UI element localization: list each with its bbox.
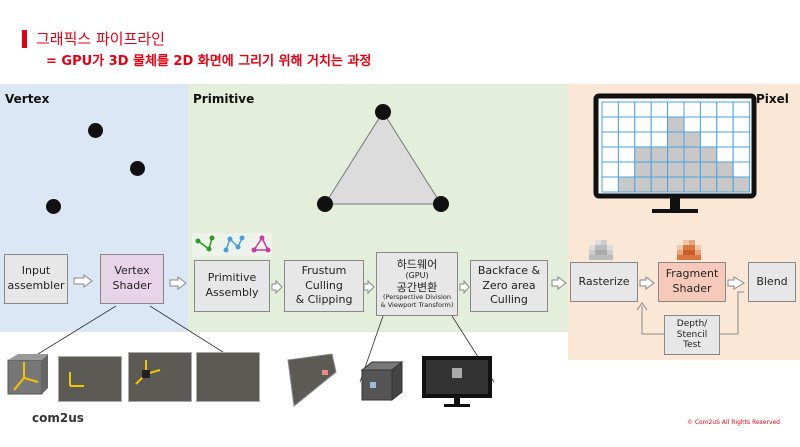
primitive-panel-label: Primitive (193, 92, 255, 106)
axis-gizmo-icon (69, 372, 84, 387)
fragment-shader-box: Fragment Shader (658, 262, 726, 302)
arrow-right (73, 274, 93, 288)
projected-plane-thumb (287, 353, 337, 407)
vertex-transform-thumb (7, 354, 48, 395)
fragment-shader-line1: Fragment (665, 267, 719, 281)
hw-transform-line3: 공간변환 (396, 281, 438, 294)
fragment-block-icon (677, 240, 701, 260)
backface-culling-box: Backface & Zero area Culling (470, 260, 548, 312)
depth-stencil-line2: Stencil (676, 329, 708, 340)
vertex-panel-label: Vertex (5, 92, 50, 106)
screen-monitor-thumb (422, 356, 492, 407)
arrow-right (363, 279, 375, 295)
hw-transform-line2: (GPU) (405, 271, 429, 281)
primitive-assembly-line1: Primitive (207, 271, 257, 285)
title-accent-bar (22, 30, 27, 48)
page-subtitle: = GPU가 3D 물체를 2D 화면에 그리기 위해 거치는 과정 (46, 54, 372, 69)
backface-line2: Zero area (482, 278, 536, 292)
vertex-shader-box: Vertex Shader (100, 254, 164, 304)
vertex-point (130, 161, 145, 176)
depth-stencil-box: Depth/ Stencil Test (664, 315, 720, 355)
frustum-culling-line1: Frustum (301, 263, 347, 277)
primitive-assembly-line2: Assembly (205, 286, 259, 299)
camera-gizmo-icon (135, 360, 161, 385)
depth-stencil-line1: Depth/ (676, 318, 708, 329)
vertex-shader-line1: Vertex (114, 264, 150, 278)
page-title: 그래픽스 파이프라인 (36, 30, 165, 48)
arrow-right (169, 276, 187, 290)
input-assembler-line1: Input (21, 264, 51, 278)
backface-line1: Backface & (477, 263, 541, 277)
company-logo: com2us (32, 411, 84, 425)
arrow-right (271, 279, 283, 295)
ndc-cube-thumb (360, 360, 404, 402)
arrow-right (459, 279, 470, 295)
primitive-assembly-box: Primitive Assembly (194, 260, 270, 312)
triangle-primitive (317, 104, 449, 212)
frustum-culling-line2: Culling (305, 278, 343, 292)
pixel-panel-label: Pixel (756, 92, 789, 106)
input-assembler-line2: assembler (7, 279, 65, 292)
backface-line3: Culling (490, 293, 528, 307)
arrow-right (727, 276, 745, 290)
view-space-thumb (128, 352, 192, 402)
hw-transform-line4: (Perspective Division (383, 293, 451, 302)
vertex-point (88, 123, 103, 138)
blend-box: Blend (748, 262, 796, 302)
clip-space-thumb (196, 352, 260, 402)
vertex-point (46, 199, 61, 214)
monitor-pixel-grid-icon (593, 93, 757, 213)
rasterize-box: Rasterize (570, 262, 638, 302)
primitive-types-icon (192, 233, 272, 257)
depth-stencil-line3: Test (683, 340, 701, 351)
rasterize-label: Rasterize (578, 274, 630, 288)
vertex-shader-line2: Shader (112, 279, 152, 292)
arrow-right (639, 276, 655, 290)
world-space-thumb (58, 356, 122, 402)
fragment-shader-line2: Shader (672, 282, 712, 295)
copyright-text: © Com2uS All Rights Reserved (686, 419, 780, 426)
arrow-right (551, 276, 567, 290)
hw-transform-box: 하드웨어 (GPU) 공간변환 (Perspective Division & … (376, 252, 458, 316)
input-assembler-box: Input assembler (4, 254, 68, 304)
hw-transform-line1: 하드웨어 (396, 258, 438, 272)
frustum-culling-box: Frustum Culling & Clipping (284, 260, 364, 312)
pixel-cell (732, 176, 751, 193)
frustum-culling-line3: & Clipping (295, 293, 353, 307)
hw-transform-line5: & Viewport Transform) (380, 300, 454, 309)
blend-label: Blend (756, 274, 788, 288)
raster-block-icon (589, 240, 613, 260)
